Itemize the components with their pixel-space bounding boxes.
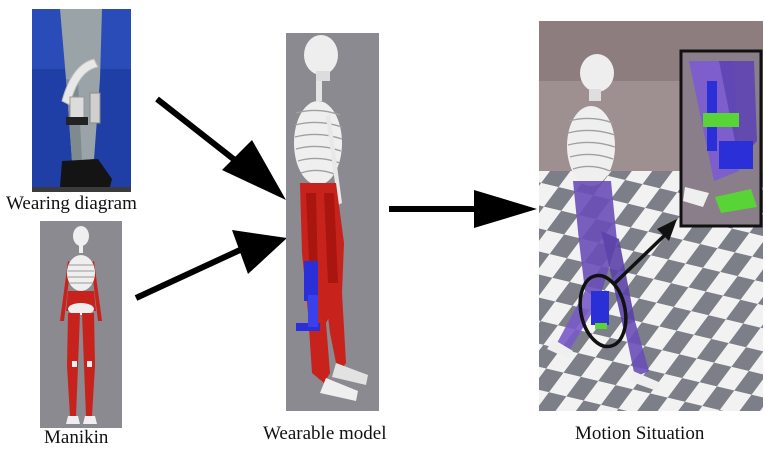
wearable-model-image xyxy=(286,33,379,411)
zoom-inset xyxy=(681,51,761,226)
arrow-wearing-to-model xyxy=(157,99,286,200)
motion-situation-image xyxy=(539,21,763,411)
caption-wearable-model: Wearable model xyxy=(263,423,387,445)
arrow-manikin-to-model xyxy=(136,230,287,298)
arrow-model-to-motion xyxy=(389,190,537,228)
caption-motion-situation: Motion Situation xyxy=(575,423,704,445)
